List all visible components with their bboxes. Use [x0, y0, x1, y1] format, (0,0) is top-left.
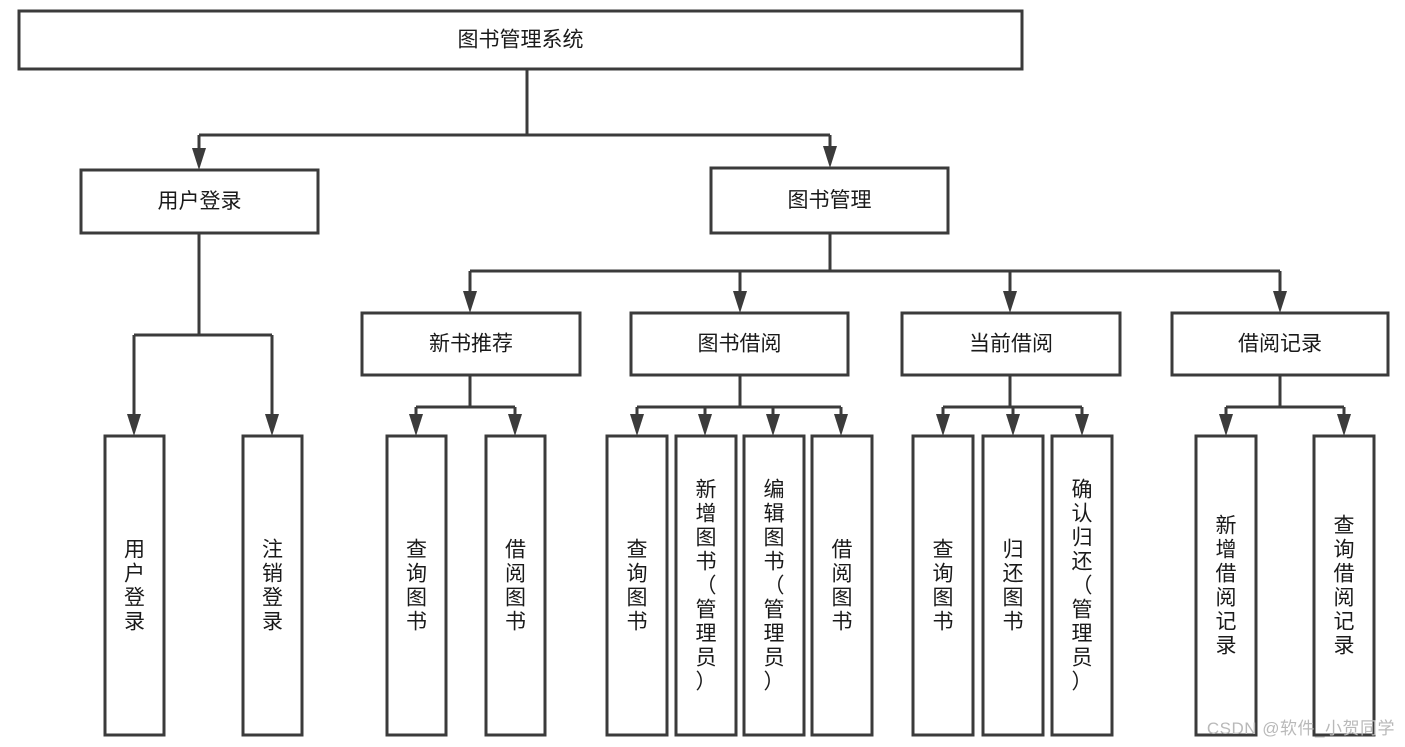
node-leaf-logout[interactable]: 注销登录: [241, 434, 304, 737]
arrow-head-icon: [1337, 414, 1351, 436]
node-box[interactable]: [742, 434, 806, 737]
node-box[interactable]: [709, 166, 950, 235]
node-label: 用户登录: [124, 539, 145, 634]
node-leaf-borrow-book-1[interactable]: 借阅图书: [484, 434, 547, 737]
node-box[interactable]: [484, 434, 547, 737]
node-book-borrow[interactable]: 图书借阅: [629, 311, 850, 377]
node-box[interactable]: [79, 168, 320, 235]
node-label: 用户登录: [158, 190, 242, 213]
node-label: 新增图书（管理员）: [696, 479, 717, 694]
node-leaf-query-book-3[interactable]: 查询图书: [911, 434, 975, 737]
node-label: 图书管理: [788, 189, 872, 212]
node-box[interactable]: [241, 434, 304, 737]
node-box[interactable]: [1312, 434, 1376, 737]
node-leaf-borrow-book-2[interactable]: 借阅图书: [810, 434, 874, 737]
node-box[interactable]: [385, 434, 448, 737]
arrow-head-icon: [834, 414, 848, 436]
node-leaf-add-record[interactable]: 新增借阅记录: [1194, 434, 1258, 737]
arrow-head-icon: [733, 291, 747, 313]
node-box[interactable]: [900, 311, 1122, 377]
node-box[interactable]: [1170, 311, 1390, 377]
arrow-head-icon: [823, 146, 837, 168]
node-label: 查询图书: [627, 539, 648, 634]
node-label: 查询图书: [406, 539, 427, 634]
arrow-head-icon: [1075, 414, 1089, 436]
node-leaf-query-book-1[interactable]: 查询图书: [385, 434, 448, 737]
node-leaf-query-record[interactable]: 查询借阅记录: [1312, 434, 1376, 737]
arrow-head-icon: [1219, 414, 1233, 436]
node-box[interactable]: [629, 311, 850, 377]
node-label: 注销登录: [262, 539, 283, 634]
node-label: 借阅记录: [1238, 333, 1322, 356]
node-box[interactable]: [911, 434, 975, 737]
node-label: 新增借阅记录: [1216, 515, 1237, 658]
node-leaf-user-login[interactable]: 用户登录: [103, 434, 166, 737]
node-label: 当前借阅: [969, 333, 1053, 356]
arrow-head-icon: [698, 414, 712, 436]
node-label: 查询借阅记录: [1334, 515, 1355, 658]
arrow-head-icon: [1003, 291, 1017, 313]
node-label: 图书借阅: [698, 333, 782, 356]
node-book-manage[interactable]: 图书管理: [709, 166, 950, 235]
node-label: 借阅图书: [505, 539, 526, 634]
arrow-head-icon: [127, 414, 141, 436]
node-user-login[interactable]: 用户登录: [79, 168, 320, 235]
node-current-borrow[interactable]: 当前借阅: [900, 311, 1122, 377]
node-leaf-return-book[interactable]: 归还图书: [981, 434, 1045, 737]
arrow-head-icon: [265, 414, 279, 436]
node-label: 查询图书: [933, 539, 954, 634]
arrow-head-icon: [1273, 291, 1287, 313]
node-box[interactable]: [103, 434, 166, 737]
node-leaf-add-book[interactable]: 新增图书（管理员）: [674, 434, 738, 737]
arrow-head-icon: [1006, 414, 1020, 436]
node-new-book-recommend[interactable]: 新书推荐: [360, 311, 582, 377]
arrow-head-icon: [463, 291, 477, 313]
node-box[interactable]: [810, 434, 874, 737]
node-leaf-edit-book[interactable]: 编辑图书（管理员）: [742, 434, 806, 737]
csdn-watermark: CSDN @软件_小贺同学: [1206, 719, 1395, 738]
node-box[interactable]: [360, 311, 582, 377]
node-box[interactable]: [981, 434, 1045, 737]
node-label: 归还图书: [1003, 539, 1024, 634]
node-root[interactable]: 图书管理系统: [17, 9, 1024, 71]
node-box[interactable]: [1050, 434, 1114, 737]
arrow-head-icon: [508, 414, 522, 436]
node-box[interactable]: [605, 434, 669, 737]
arrow-head-icon: [766, 414, 780, 436]
node-label: 编辑图书（管理员）: [764, 479, 785, 694]
node-box[interactable]: [674, 434, 738, 737]
node-label: 新书推荐: [429, 333, 513, 356]
arrow-head-icon: [409, 414, 423, 436]
arrow-head-icon: [630, 414, 644, 436]
node-borrow-record[interactable]: 借阅记录: [1170, 311, 1390, 377]
node-box[interactable]: [17, 9, 1024, 71]
arrow-head-icon: [936, 414, 950, 436]
node-box[interactable]: [1194, 434, 1258, 737]
node-label: 图书管理系统: [458, 29, 584, 52]
node-label: 确认归还（管理员）: [1072, 479, 1093, 694]
node-leaf-confirm-return[interactable]: 确认归还（管理员）: [1050, 434, 1114, 737]
arrow-head-icon: [192, 148, 206, 170]
node-leaf-query-book-2[interactable]: 查询图书: [605, 434, 669, 737]
node-label: 借阅图书: [832, 539, 853, 634]
